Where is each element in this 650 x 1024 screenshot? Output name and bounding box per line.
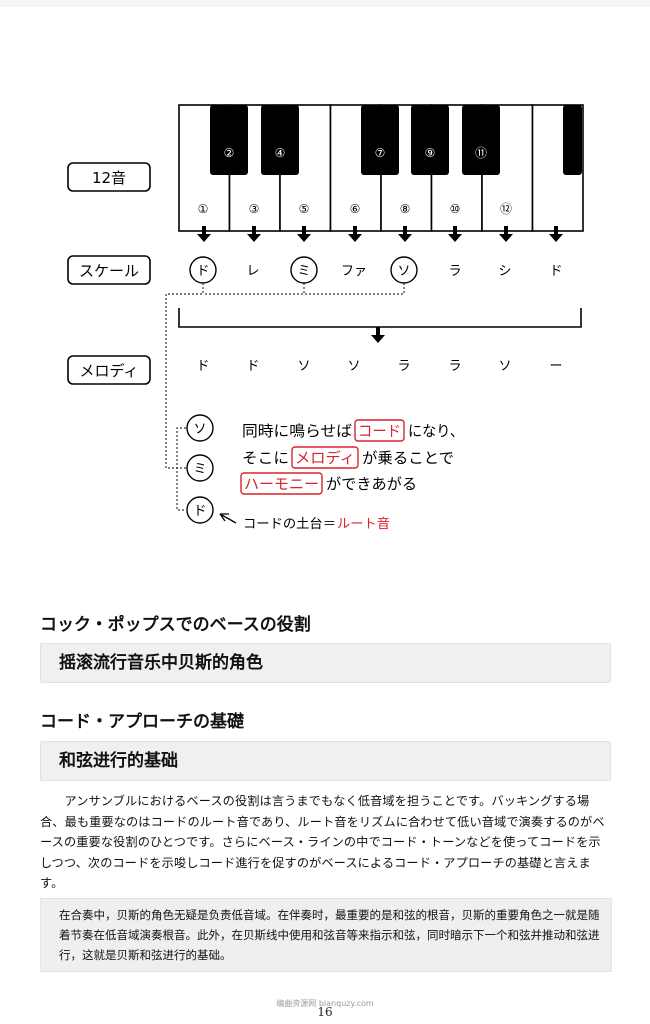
explanation-text: ができあがる: [326, 475, 417, 493]
melody-note: ラ: [397, 359, 410, 374]
melody-note: ド: [246, 359, 259, 374]
melody-note: ラ: [448, 359, 461, 374]
black-key: [462, 105, 500, 175]
scale-note: ミ: [297, 264, 310, 279]
note-circle: [186, 496, 214, 524]
highlight-box: [291, 446, 359, 469]
black-key-number: ②: [224, 146, 235, 160]
white-key-number: ⑫: [500, 202, 512, 216]
highlight-text: コード: [358, 422, 401, 440]
highlight-text: ハーモニー: [244, 475, 319, 493]
scale-note: ファ: [341, 264, 367, 279]
body-paragraph-cn: 在合奏中，贝斯的角色无疑是负责低音域。在伴奏时，最重要的是和弦的根音，贝斯的重要…: [59, 908, 600, 962]
down-arrow-icon: [297, 226, 311, 242]
top-bar: [0, 0, 650, 7]
note-circle: [186, 414, 214, 442]
row-label-scale: スケール: [67, 255, 151, 285]
black-key-number: ④: [275, 146, 286, 160]
melody-note: ソ: [297, 359, 310, 374]
down-arrow-icon: [499, 226, 513, 242]
scale-note: ソ: [397, 264, 410, 279]
chord-stack: ソ ミ ド: [186, 414, 214, 524]
chord-note: ミ: [193, 462, 206, 477]
melody-note: ソ: [498, 359, 511, 374]
down-arrow-icon: [448, 226, 462, 242]
row-label-melody: メロディ: [67, 355, 151, 385]
highlight-box: [240, 472, 323, 495]
svg-text:12音: 12音: [92, 169, 126, 187]
scale-note: ラ: [448, 264, 461, 279]
svg-text:スケール: スケール: [79, 262, 139, 280]
black-key: [210, 105, 248, 175]
black-key-number: ⑦: [375, 146, 386, 160]
piano-keyboard: [178, 104, 584, 232]
down-arrow-icon: [549, 226, 563, 242]
explanation-text: になり、: [408, 422, 464, 440]
root-note-annotation: コードの土台＝ ルート音: [219, 513, 390, 532]
pointer-arrow-icon: [219, 513, 237, 524]
down-arrow-icon: [371, 327, 385, 343]
highlight-text: メロディ: [295, 449, 355, 467]
row-label-tones: 12音: [67, 162, 151, 192]
chord-note: ド: [193, 504, 206, 519]
down-arrow-icon: [197, 226, 211, 242]
section-heading-jp: コック・ポップスでのベースの役割: [40, 615, 311, 635]
white-key-number: ⑧: [400, 202, 411, 216]
keyboard-diagram: ② ④ ⑦ ⑨ ⑪ ① ③ ⑤ ⑥ ⑧ ⑩ ⑫ 12音 スケール メロディ: [67, 104, 584, 532]
white-key-number: ③: [249, 202, 260, 216]
down-arrow-icon: [247, 226, 261, 242]
section-heading-cn: 和弦进行的基础: [40, 741, 611, 781]
white-key-number: ⑥: [350, 202, 361, 216]
section-heading-cn: 摇滚流行音乐中贝斯的角色: [40, 643, 611, 683]
down-arrow-icon: [348, 226, 362, 242]
explanation-text: 同時に鳴らせば: [242, 422, 352, 440]
melody-note: ー: [549, 359, 562, 374]
chord-note: ソ: [193, 422, 206, 437]
page-number: 16: [317, 1005, 333, 1019]
explanation-text: そこに: [242, 449, 289, 467]
root-note-highlight: ルート音: [337, 516, 390, 532]
section-heading-jp: コード・アプローチの基礎: [40, 712, 244, 732]
note-circle: [186, 454, 214, 482]
translation-box: 在合奏中，贝斯的角色无疑是负责低音域。在伴奏时，最重要的是和弦的根音，贝斯的重要…: [40, 898, 612, 972]
white-key-number: ⑤: [299, 202, 310, 216]
root-note-label: コードの土台＝: [243, 517, 336, 532]
black-key-number: ⑪: [475, 146, 487, 160]
explanation-text: が乗ることで: [362, 449, 454, 467]
black-key-number: ⑨: [425, 146, 436, 160]
melody-bracket: [178, 308, 582, 343]
white-key-number: ⑩: [450, 202, 461, 216]
scale-note: ド: [549, 264, 562, 279]
melody-note: ド: [196, 359, 209, 374]
scale-note: ド: [196, 264, 209, 279]
svg-text:メロディ: メロディ: [80, 362, 139, 380]
black-key: [361, 105, 399, 175]
black-key: [411, 105, 449, 175]
watermark: 编曲资源网 bianquzy.com: [276, 999, 374, 1008]
explanation: 同時に鳴らせば コード になり、 そこに メロディ が乗ることで ハーモニー が…: [240, 419, 464, 495]
scale-note: レ: [246, 264, 259, 279]
highlight-box: [354, 419, 405, 442]
black-key: [261, 105, 299, 175]
body-paragraph-jp: アンサンブルにおけるベースの役割は言うまでもなく低音域を担うことです。バッキング…: [40, 794, 605, 890]
scale-note: シ: [498, 264, 511, 279]
black-key: [563, 105, 582, 175]
white-key-number: ①: [198, 202, 209, 216]
chord-connector-lines: [165, 283, 405, 511]
down-arrow-icon: [398, 226, 412, 242]
melody-note: ソ: [347, 359, 360, 374]
down-arrows: [197, 226, 563, 242]
